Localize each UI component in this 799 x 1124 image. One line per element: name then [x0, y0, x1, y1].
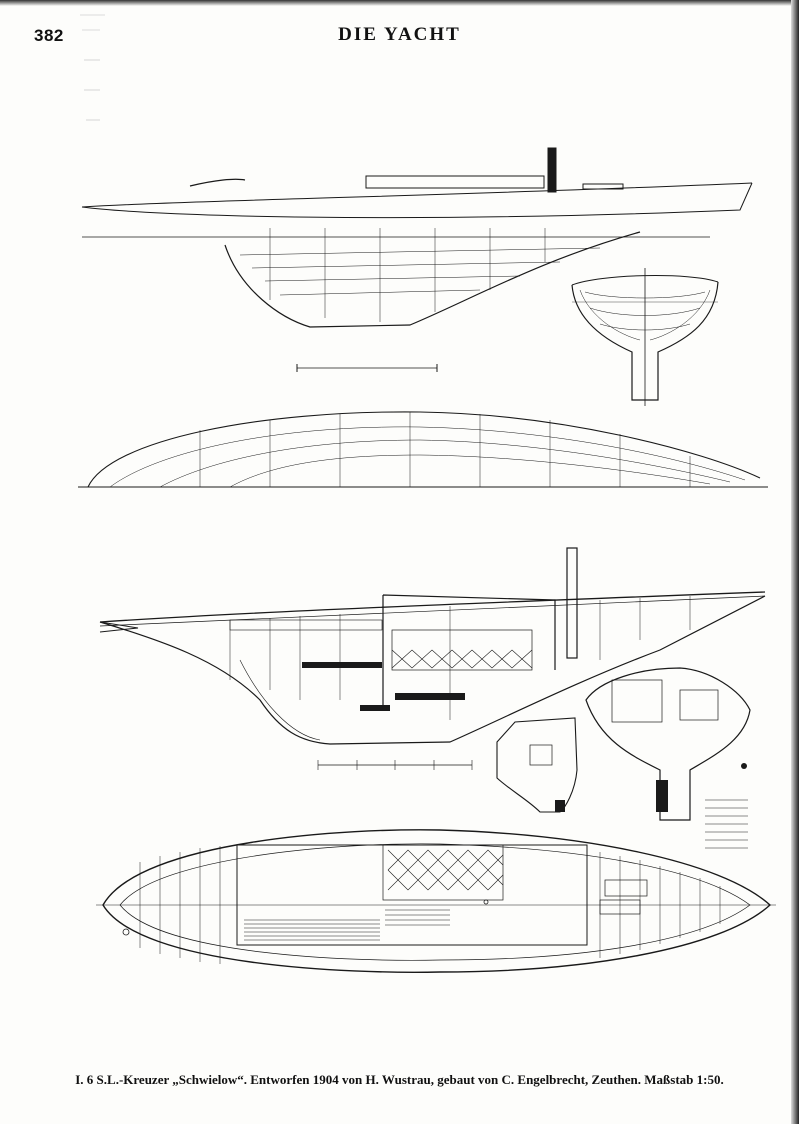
scan-edge-top — [0, 0, 799, 6]
figure-caption: I. 6 S.L.-Kreuzer „Schwielow“. Entworfen… — [75, 1072, 724, 1087]
page-number: 382 — [34, 26, 64, 45]
scan-edge-right — [791, 0, 799, 1124]
half-breadth-plan — [78, 411, 768, 488]
construction-profile — [99, 547, 766, 770]
cross-sections — [496, 667, 751, 849]
body-plan — [571, 268, 719, 406]
lines-profile — [81, 147, 753, 372]
deck-plan — [96, 829, 776, 973]
journal-title: DIE YACHT — [338, 24, 461, 45]
